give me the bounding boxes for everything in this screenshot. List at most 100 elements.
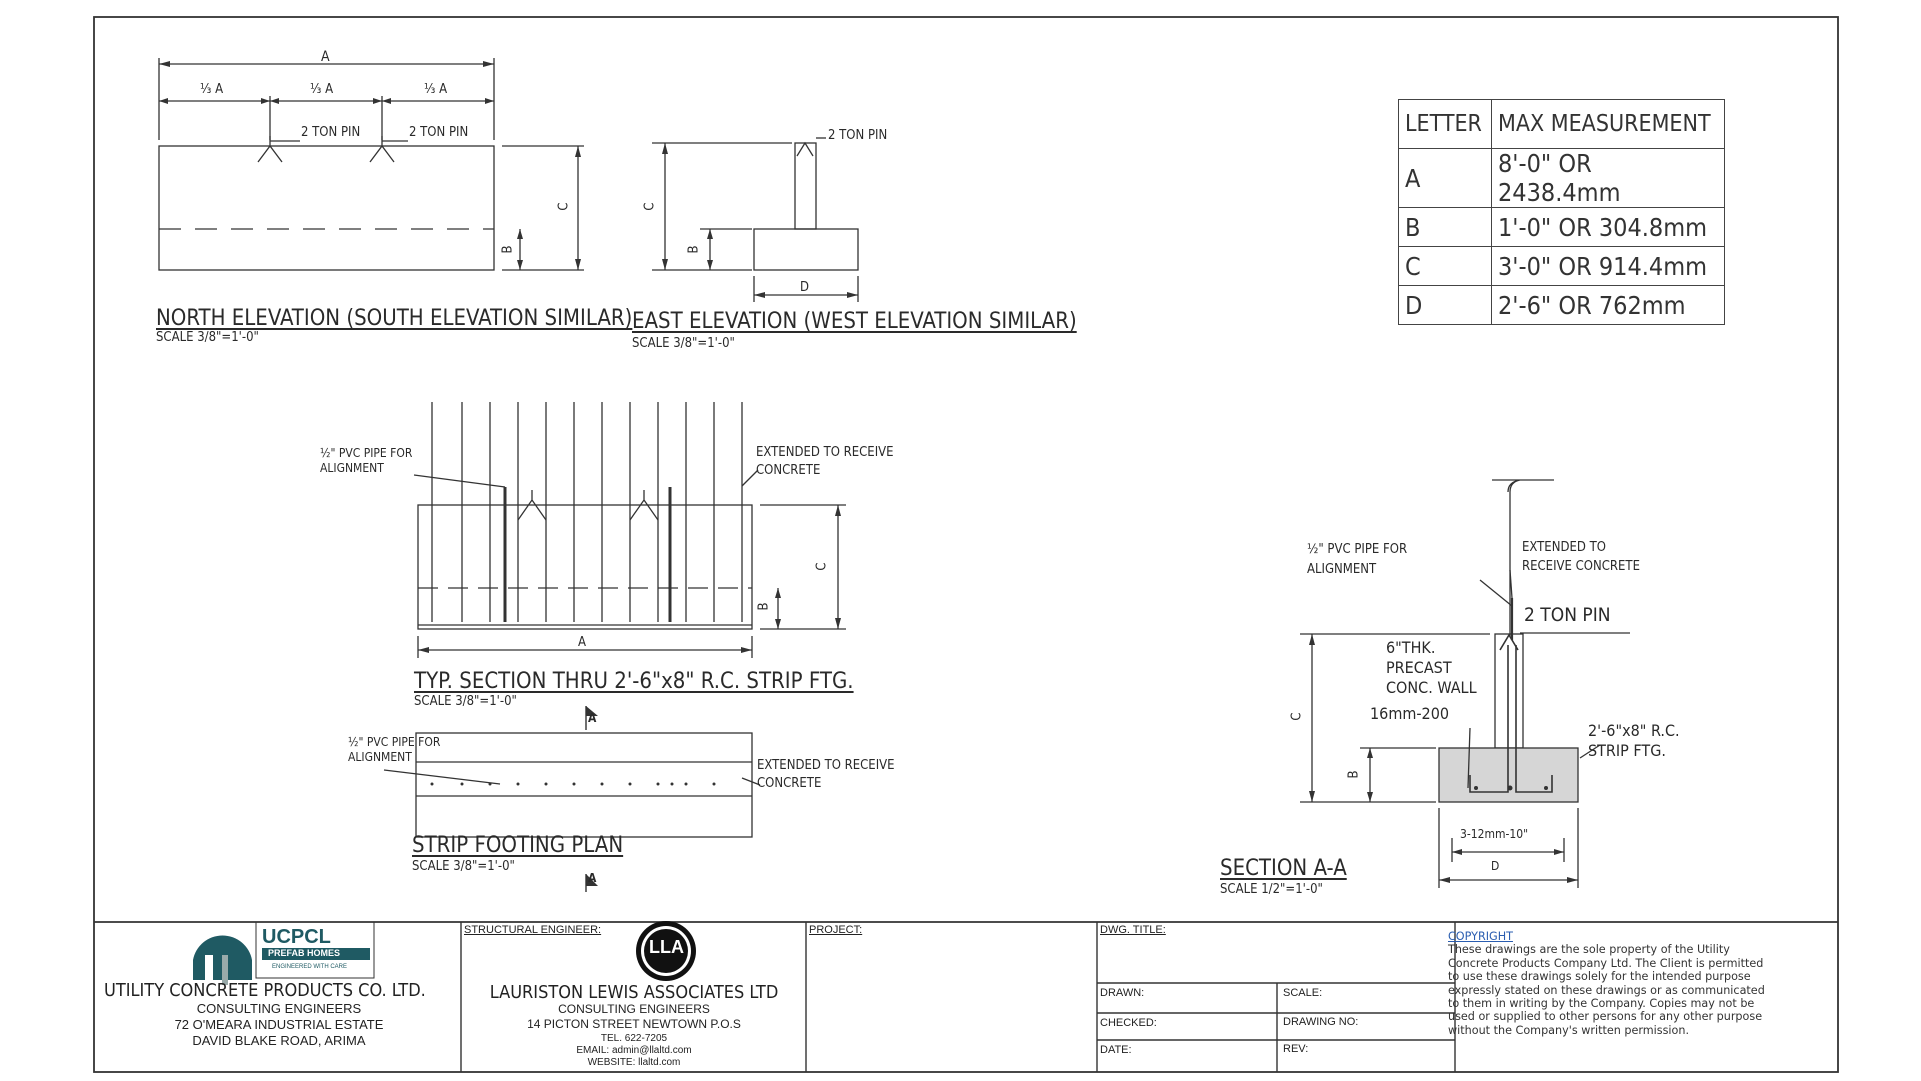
- typ-dim-c: C: [814, 562, 830, 571]
- typ-section-title: TYP. SECTION THRU 2'-6"x8" R.C. STRIP FT…: [414, 669, 854, 694]
- table-cell-letter: C: [1398, 246, 1492, 286]
- aa-rebar-note: 16mm-200: [1370, 704, 1450, 723]
- aa-wall-note-3: CONC. WALL: [1386, 678, 1477, 697]
- north-dim-third-1: ⅓ A: [200, 82, 224, 97]
- company-line-3: DAVID BLAKE ROAD, ARIMA: [192, 1033, 366, 1048]
- north-dim-third-2: ⅓ A: [310, 82, 334, 97]
- drawing-no-label: DRAWING NO:: [1283, 1016, 1359, 1028]
- company-name: UTILITY CONCRETE PRODUCTS CO. LTD.: [104, 980, 426, 1001]
- aa-dim-d: D: [1491, 859, 1500, 873]
- aa-pvc-note: ½" PVC PIPE FOR: [1307, 542, 1408, 557]
- aa-bottom-bars: 3-12mm-10": [1460, 827, 1529, 841]
- plan-ext-note-2: CONCRETE: [757, 776, 822, 791]
- ucpcl-logo-tag: ENGINEERED WITH CARE: [272, 964, 348, 970]
- aa-ftg-note-2: STRIP FTG.: [1588, 741, 1666, 760]
- plan-pvc-note: ½" PVC PIPE FOR: [348, 735, 441, 749]
- north-elevation-scale: SCALE 3/8"=1'-0": [156, 330, 259, 345]
- north-dim-b: B: [500, 245, 516, 254]
- date-label: DATE:: [1100, 1044, 1132, 1056]
- measurement-table: LETTER MAX MEASUREMENT A 8'-0" OR 2438.4…: [1398, 99, 1725, 325]
- north-elevation-title: NORTH ELEVATION (SOUTH ELEVATION SIMILAR…: [156, 306, 633, 331]
- table-cell-letter: A: [1398, 148, 1492, 208]
- table-cell-letter: D: [1398, 285, 1492, 325]
- engineer-website: WEBSITE: llaltd.com: [587, 1057, 681, 1068]
- section-mark-bottom: A: [588, 871, 597, 885]
- section-aa-drawing: [1300, 479, 1630, 888]
- strip-plan-drawing: [383, 732, 761, 838]
- table-cell-value: 2'-6" OR 762mm: [1491, 285, 1725, 325]
- copyright-block: COPYRIGHT These drawings are the sole pr…: [1448, 930, 1778, 1037]
- strip-plan-scale: SCALE 3/8"=1'-0": [412, 859, 515, 874]
- aa-pin-label: 2 TON PIN: [1524, 604, 1611, 626]
- plan-pvc-note-2: ALIGNMENT: [348, 750, 412, 764]
- table-cell-value: 8'-0" OR 2438.4mm: [1491, 148, 1725, 208]
- section-mark-top: A: [588, 711, 597, 725]
- north-dim-c: C: [556, 202, 572, 211]
- north-dim-third-3: ⅓ A: [424, 82, 448, 97]
- strip-plan-title: STRIP FOOTING PLAN: [412, 833, 624, 858]
- engineer-line-1: CONSULTING ENGINEERS: [558, 1002, 710, 1016]
- aa-wall-note-1: 6"THK.: [1386, 638, 1436, 657]
- engineer-email: EMAIL: admin@llaltd.com: [576, 1045, 692, 1056]
- typ-pvc-note: ½" PVC PIPE FOR: [320, 446, 413, 460]
- dwg-title-label: DWG. TITLE:: [1100, 924, 1166, 936]
- aa-ftg-note-1: 2'-6"x8" R.C.: [1588, 721, 1680, 740]
- table-cell-value: 3'-0" OR 914.4mm: [1491, 246, 1725, 286]
- north-pin-label-2: 2 TON PIN: [409, 125, 469, 140]
- typ-ext-note-1: EXTENDED TO RECEIVE: [756, 445, 894, 460]
- section-aa-scale: SCALE 1/2"=1'-0": [1220, 882, 1323, 897]
- engineer-line-2: 14 PICTON STREET NEWTOWN P.O.S: [527, 1017, 741, 1031]
- aa-wall-note-2: PRECAST: [1386, 658, 1452, 677]
- typ-section-scale: SCALE 3/8"=1'-0": [414, 694, 517, 709]
- aa-dim-c: C: [1289, 712, 1305, 721]
- aa-ext-note-1: EXTENDED TO: [1522, 540, 1606, 555]
- copyright-text: These drawings are the sole property of …: [1448, 943, 1765, 1037]
- aa-ext-note-2: RECEIVE CONCRETE: [1522, 559, 1640, 574]
- company-line-1: CONSULTING ENGINEERS: [196, 1001, 362, 1016]
- typ-dim-a: A: [578, 635, 586, 650]
- typ-dim-b: B: [756, 602, 772, 611]
- table-header-letter: LETTER: [1398, 99, 1492, 149]
- engineer-name: LAURISTON LEWIS ASSOCIATES LTD: [489, 982, 779, 1003]
- typ-ext-note-2: CONCRETE: [756, 463, 821, 478]
- engineer-line-3: TEL. 622-7205: [600, 1033, 668, 1044]
- east-dim-d: D: [800, 280, 810, 295]
- table-row: A 8'-0" OR 2438.4mm: [1398, 148, 1725, 208]
- east-dim-c: C: [642, 202, 658, 211]
- lla-logo-text: LLA: [649, 937, 684, 957]
- sheet-border: [93, 16, 1839, 1073]
- table-header-max: MAX MEASUREMENT: [1491, 99, 1725, 149]
- company-line-2: 72 O'MEARA INDUSTRIAL ESTATE: [174, 1017, 384, 1032]
- north-elevation-drawing: [158, 58, 584, 271]
- east-elevation-title: EAST ELEVATION (WEST ELEVATION SIMILAR): [632, 309, 1077, 334]
- typ-pvc-note-2: ALIGNMENT: [320, 461, 384, 475]
- table-row: B 1'-0" OR 304.8mm: [1398, 207, 1725, 247]
- ucpcl-logo-text: UCPCL: [262, 926, 331, 948]
- section-aa-title: SECTION A-A: [1220, 856, 1347, 881]
- table-row: C 3'-0" OR 914.4mm: [1398, 246, 1725, 286]
- east-elevation-scale: SCALE 3/8"=1'-0": [632, 336, 735, 351]
- copyright-title[interactable]: COPYRIGHT: [1448, 930, 1513, 943]
- east-elevation-drawing: [652, 137, 859, 302]
- ucpcl-logo: [193, 921, 375, 985]
- east-pin-label: 2 TON PIN: [828, 128, 888, 143]
- north-pin-label-1: 2 TON PIN: [301, 125, 361, 140]
- scale-label: SCALE:: [1283, 987, 1323, 999]
- rev-label: REV:: [1283, 1043, 1309, 1055]
- table-cell-letter: B: [1398, 207, 1492, 247]
- checked-label: CHECKED:: [1100, 1017, 1157, 1029]
- structural-engineer-label: STRUCTURAL ENGINEER:: [464, 924, 602, 936]
- lla-logo: [636, 921, 696, 981]
- aa-dim-b: B: [1346, 770, 1362, 779]
- east-dim-b: B: [686, 245, 702, 254]
- ucpcl-logo-sub: PREFAB HOMES: [268, 948, 341, 958]
- plan-ext-note-1: EXTENDED TO RECEIVE: [757, 758, 895, 773]
- typ-section-drawing: [413, 402, 846, 658]
- table-cell-value: 1'-0" OR 304.8mm: [1491, 207, 1725, 247]
- table-row: D 2'-6" OR 762mm: [1398, 285, 1725, 325]
- drawn-label: DRAWN:: [1100, 987, 1145, 999]
- project-label: PROJECT:: [809, 924, 863, 936]
- north-dim-a: A: [321, 49, 330, 65]
- aa-pvc-note-2: ALIGNMENT: [1307, 562, 1377, 577]
